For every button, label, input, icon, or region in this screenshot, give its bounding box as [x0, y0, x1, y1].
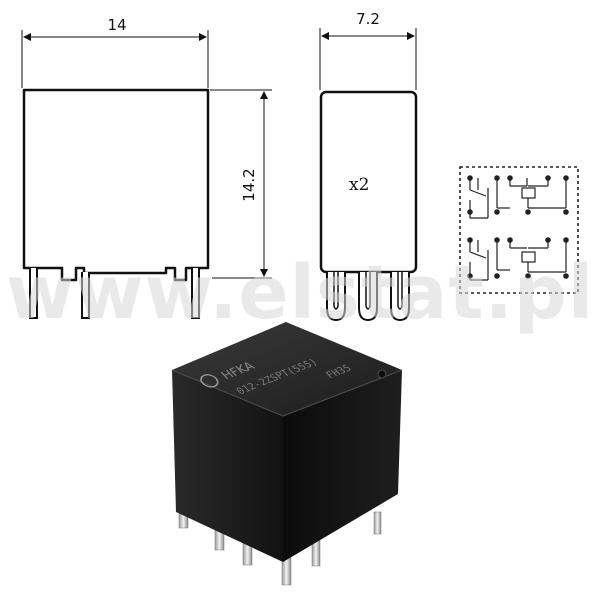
- relay-left-face: [172, 370, 283, 562]
- side-view: 7.2 x2: [319, 10, 418, 322]
- relay-photo: HFKA 012-2ZSPT(555) FH35: [171, 322, 403, 586]
- relay-right-face: [283, 370, 402, 562]
- width-dimension-label: 14: [107, 16, 126, 34]
- watermark-text: www.elstat.pl: [6, 250, 594, 336]
- relay-top-face: [172, 322, 402, 416]
- side-view-multiplier: x2: [349, 175, 369, 195]
- height-dimension-label: 14.2: [240, 168, 258, 201]
- hongfa-logo-icon: [200, 374, 219, 388]
- depth-dimension-label: 7.2: [356, 10, 380, 28]
- relay-schematic-icon: [459, 166, 579, 294]
- front-view: 14 14.2: [21, 16, 272, 319]
